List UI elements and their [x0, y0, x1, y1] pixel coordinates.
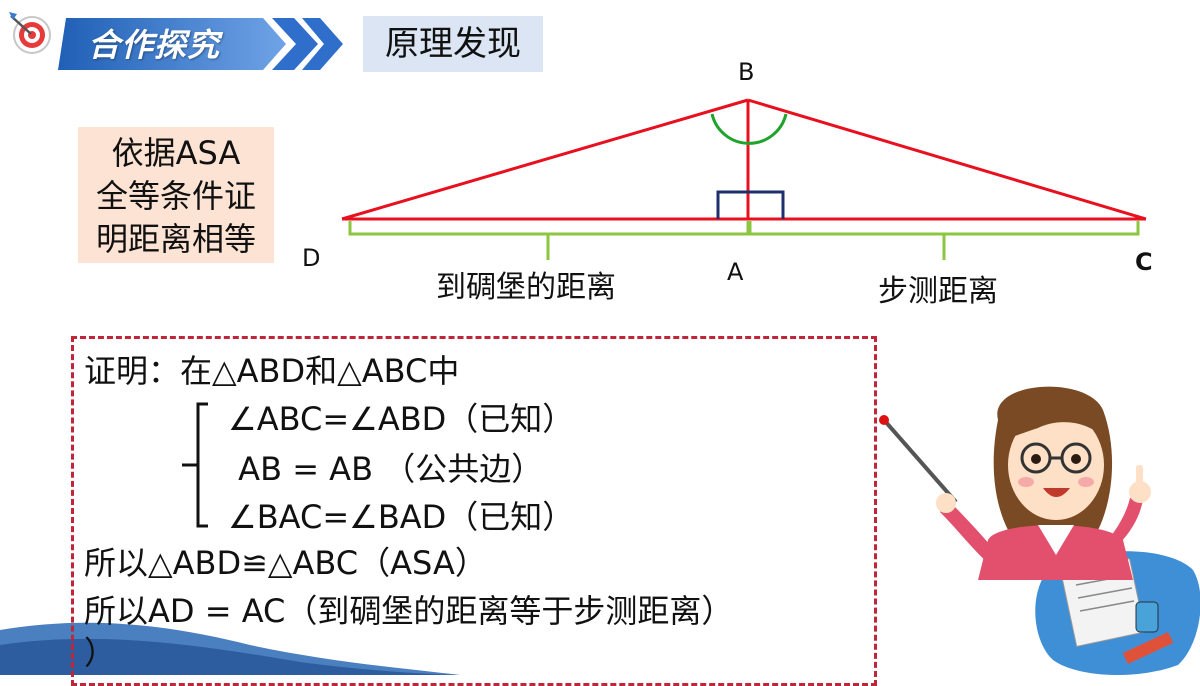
point-label-c: C: [1135, 248, 1153, 276]
triangle-diagram: [341, 98, 1147, 260]
point-label-d: D: [302, 244, 321, 272]
segment-label-right: 步测距离: [878, 274, 998, 309]
right-angle-mark: [716, 190, 785, 219]
proof-conclusion: 所以AD = AC（到碉堡的距离等于步测距离）: [84, 592, 734, 630]
point-label-a: A: [727, 258, 744, 286]
corner-wave-decoration: [0, 622, 460, 675]
segment-bd: [341, 98, 749, 221]
angle-arc-b: [710, 113, 788, 145]
teacher-with-pointer-icon: [879, 386, 1200, 675]
proof-conclusion-tail: ）: [84, 634, 117, 672]
basis-note: 依据ASA 全等条件证 明距离相等: [78, 127, 274, 263]
segment-bc: [747, 98, 1147, 221]
proof-intro: 证明：在△ABD和△ABC中: [84, 352, 460, 390]
basis-line: 全等条件证: [95, 177, 256, 215]
dart-target-icon: [9, 12, 51, 54]
proof-condition: ∠ABC=∠ABD（已知）: [228, 400, 575, 438]
section-tag: 原理发现: [363, 16, 543, 72]
point-label-b: B: [738, 58, 755, 86]
basis-line: 明距离相等: [95, 220, 256, 258]
left-segment-bracket: [348, 221, 750, 260]
basis-line: 依据ASA: [111, 134, 241, 172]
header-title: 合作探究: [88, 26, 221, 64]
proof-condition: AB = AB （公共边）: [228, 450, 544, 488]
system-brace: [182, 402, 208, 528]
right-segment-bracket: [748, 221, 1140, 260]
segment-label-left: 到碉堡的距离: [436, 270, 616, 305]
proof-conclusion: 所以△ABD≌△ABC（ASA）: [84, 544, 487, 582]
header-banner: [58, 18, 343, 70]
proof-condition: ∠BAC=∠BAD（已知）: [228, 498, 575, 536]
